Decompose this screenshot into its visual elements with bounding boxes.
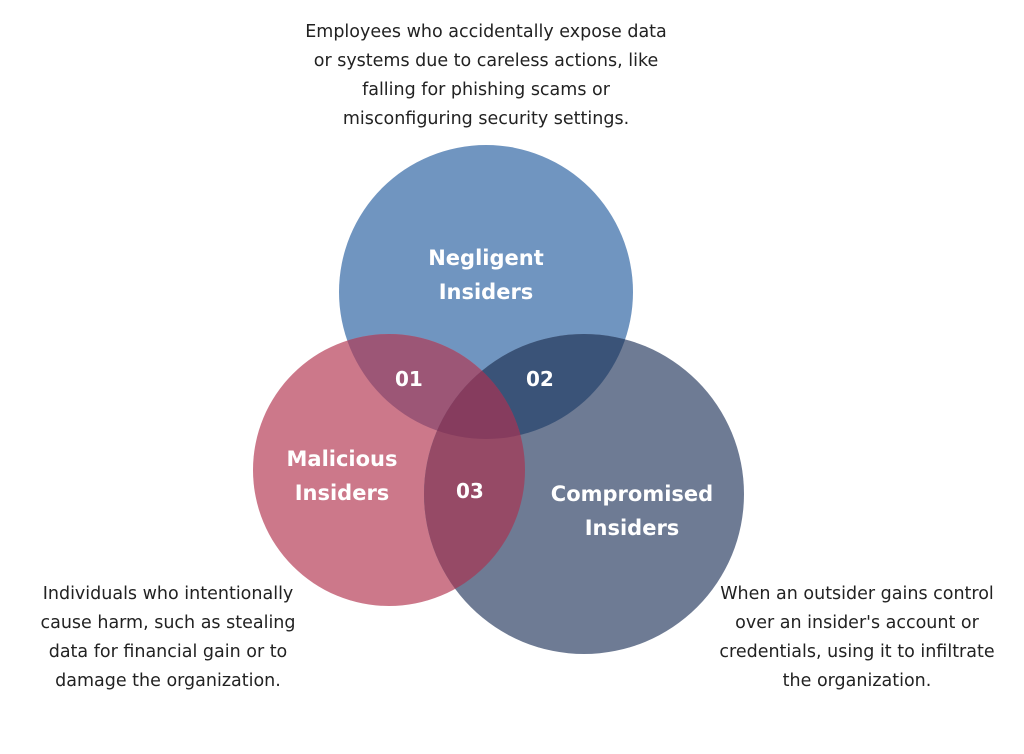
negligent-label-line1: Negligent bbox=[428, 246, 544, 270]
compromised-description: When an outsider gains control over an i… bbox=[719, 584, 995, 691]
malicious-label-line1: Malicious bbox=[286, 447, 398, 471]
intersection-label-01: 01 bbox=[395, 367, 423, 391]
compromised-label-line2: Insiders bbox=[584, 516, 680, 540]
intersection-label-02: 02 bbox=[526, 367, 554, 391]
intersection-center bbox=[424, 334, 525, 439]
malicious-description: Individuals who intentionally cause harm… bbox=[40, 584, 296, 691]
malicious-label: Malicious Insiders bbox=[242, 442, 442, 510]
compromised-label-line1: Compromised bbox=[550, 482, 714, 506]
negligent-description: Employees who accidentally expose data o… bbox=[305, 22, 667, 129]
malicious-label-line2: Insiders bbox=[294, 481, 390, 505]
negligent-label-line2: Insiders bbox=[438, 280, 534, 304]
compromised-label: Compromised Insiders bbox=[522, 477, 742, 545]
negligent-label: Negligent Insiders bbox=[386, 241, 586, 309]
intersection-label-03: 03 bbox=[456, 479, 484, 503]
